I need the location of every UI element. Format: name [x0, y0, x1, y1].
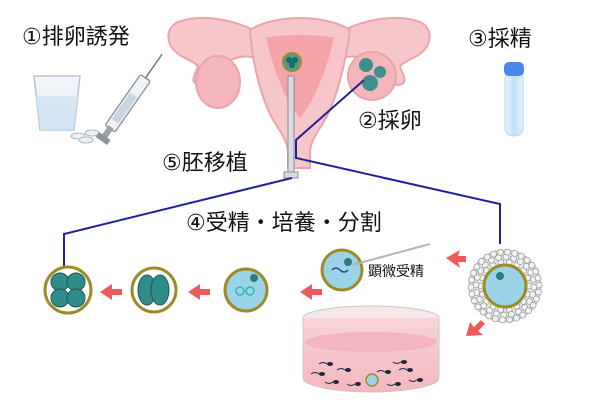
process-path-lines	[63, 79, 501, 268]
cumulus-cell	[532, 267, 540, 275]
cumulus-cell	[490, 250, 498, 258]
sperm-tail	[398, 368, 408, 371]
sperm-head	[417, 378, 423, 382]
cumulus-cell	[473, 273, 481, 281]
cumulus-cells	[467, 248, 543, 324]
uterus-illustration	[167, 16, 431, 179]
cumulus-cell	[473, 263, 481, 271]
cumulus-cell	[483, 253, 491, 261]
embryo-cell	[289, 62, 295, 68]
ovary-follicle	[374, 66, 386, 78]
sperm-tail	[376, 370, 386, 373]
arrow-icon	[300, 284, 322, 300]
sperm-tail	[392, 361, 402, 364]
polar-body	[496, 272, 504, 280]
icsi-label: 顕微受精	[368, 264, 424, 280]
cumulus-cell	[519, 311, 527, 319]
cumulus-cell	[535, 281, 543, 289]
ovulation-induction-illustration	[33, 53, 163, 145]
cumulus-cell	[523, 256, 531, 264]
arrow-icon	[446, 250, 466, 268]
uterine-cavity	[266, 35, 334, 118]
sperm-in-dish	[310, 360, 423, 386]
sperm-head	[327, 362, 333, 366]
cumulus-cell	[522, 262, 530, 270]
sperm-tail	[346, 383, 356, 386]
cumulus-cell	[485, 312, 493, 320]
sperm-head	[385, 370, 391, 374]
cumulus-cell	[513, 314, 520, 322]
cumulus-cell	[525, 307, 532, 315]
cumulus-cell	[470, 269, 478, 277]
cumulus-cell	[511, 249, 518, 257]
retrieval-line	[295, 79, 501, 244]
embryo-4cell	[43, 265, 93, 315]
embryo-cell	[292, 57, 298, 63]
cumulus-cell	[478, 257, 485, 265]
cumulus-cell	[491, 315, 499, 323]
step-label-sperm-collection: ③採精	[468, 27, 532, 52]
cumulus-cell	[474, 303, 482, 311]
cumulus-cell	[504, 248, 512, 256]
sperm-head	[355, 382, 361, 386]
sperm-head	[407, 368, 413, 372]
embryo-cell	[286, 57, 292, 63]
sperm-head	[401, 360, 407, 364]
tube-cap	[504, 62, 524, 76]
cumulus-cell	[535, 288, 542, 296]
embryo-2pn	[223, 267, 269, 313]
step-label-embryo-transfer: ⑤胚移植	[162, 151, 248, 176]
cumulus-cell	[506, 316, 513, 324]
micro-needle	[351, 243, 431, 266]
sperm-head	[333, 380, 339, 384]
sperm-collection-tube	[504, 62, 524, 137]
arrow-icon	[188, 284, 210, 300]
sperm-head	[319, 372, 325, 376]
oocyte-with-cumulus	[467, 248, 543, 324]
left-ovary	[195, 55, 241, 109]
cumulus-cell	[479, 308, 487, 316]
cumulus-cell	[468, 276, 476, 284]
step-label-ovulation-induction: ①排卵誘発	[22, 25, 130, 50]
sperm-head	[395, 382, 401, 386]
catheter-hub	[283, 171, 299, 179]
transfer-line	[63, 177, 293, 268]
sperm-head	[345, 368, 351, 372]
step-label-egg-retrieval: ②採卵	[358, 109, 422, 134]
cumulus-cell	[529, 291, 537, 299]
step-label-fertilization: ④受精・培養・分割	[186, 211, 382, 236]
cumulus-cell	[534, 274, 542, 282]
arrow-icon	[100, 284, 122, 300]
dish-oocyte	[365, 373, 379, 387]
culture-dish	[302, 305, 440, 393]
cumulus-cell	[528, 261, 536, 269]
cumulus-cell	[533, 295, 540, 303]
cumulus-cell	[467, 283, 475, 291]
embryo-2cell	[130, 266, 178, 314]
icsi-oocyte	[320, 243, 431, 292]
sperm-tail	[324, 381, 334, 384]
syringe	[95, 53, 163, 145]
sperm-tail	[310, 372, 320, 375]
water	[36, 96, 78, 130]
transfer-catheter	[287, 75, 295, 175]
arrow-icon	[466, 320, 485, 336]
cumulus-cell	[497, 248, 504, 256]
process-arrows	[100, 250, 485, 336]
cumulus-cell	[470, 297, 478, 305]
cumulus-cell	[468, 290, 476, 298]
sperm-tail	[318, 362, 328, 365]
cumulus-cell	[517, 252, 525, 260]
ovary-follicle	[362, 75, 378, 91]
sperm-tail	[408, 379, 418, 382]
cumulus-cell	[498, 316, 506, 324]
cumulus-cell	[529, 301, 537, 309]
ovary-follicle	[359, 58, 373, 72]
sperm-tail	[336, 368, 346, 371]
cumulus-cell	[480, 302, 488, 310]
pill	[78, 136, 94, 144]
sperm-tail	[386, 383, 396, 386]
